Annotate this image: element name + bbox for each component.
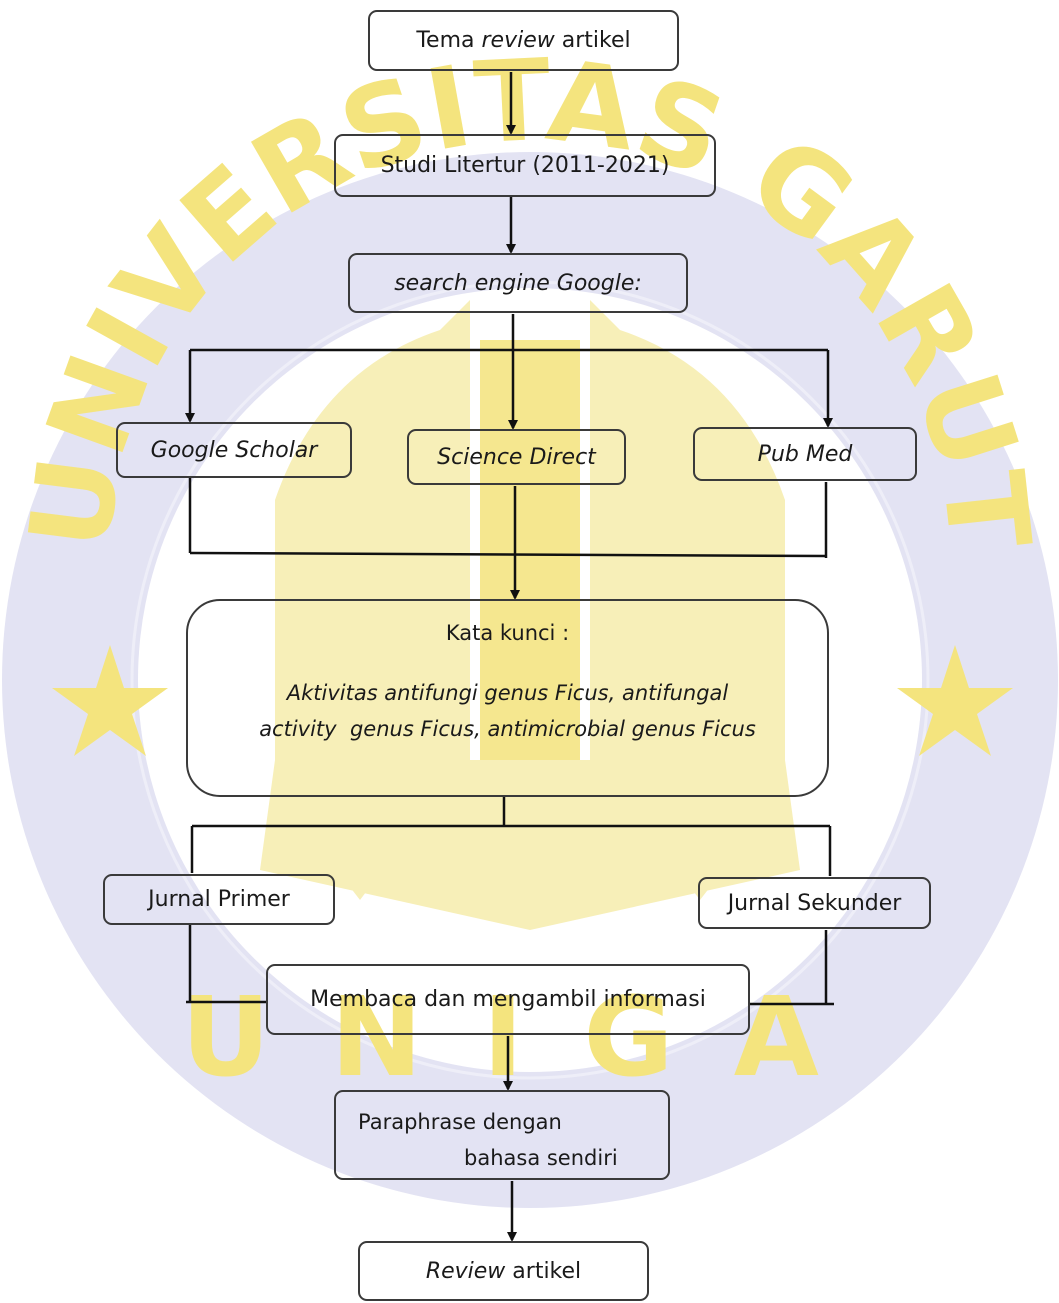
review-italic: Review [425, 1258, 506, 1284]
kata-kunci-line2: activity genus Ficus, antimicrobial genu… [259, 717, 756, 741]
tema-suffix: artikel [554, 28, 631, 53]
node-review-artikel: Review artikel [358, 1241, 649, 1301]
watermark-star-left [52, 645, 168, 756]
node-jurnal-sekunder: Jurnal Sekunder [698, 877, 931, 929]
node-pub-med: Pub Med [693, 427, 917, 481]
paraphrase-line1: Paraphrase dengan [358, 1110, 562, 1134]
node-paraphrase: Paraphrase dengan bahasa sendiri [334, 1090, 670, 1180]
node-google-scholar: Google Scholar [116, 422, 352, 478]
node-search-engine: search engine Google: [348, 253, 688, 313]
line-merge [189, 551, 827, 558]
node-tema-review-artikel: Tema review artikel [368, 10, 679, 71]
science-label: Science Direct [437, 444, 596, 470]
scholar-label: Google Scholar [150, 437, 318, 463]
sekunder-label: Jurnal Sekunder [727, 890, 902, 916]
watermark-emblem-base [260, 760, 800, 930]
tema-prefix: Tema [416, 28, 482, 53]
kata-kunci-line1: Aktivitas antifungi genus Ficus, antifun… [286, 681, 729, 705]
watermark-star-right [897, 645, 1013, 756]
watermark-inner-ring-line [130, 280, 930, 1080]
kata-kunci-title: Kata kunci : [445, 621, 570, 645]
pubmed-label: Pub Med [757, 441, 853, 467]
membaca-label: Membaca dan mengambil informasi [310, 987, 706, 1012]
node-science-direct: Science Direct [407, 429, 626, 485]
studi-label: Studi Litertur (2011-2021) [380, 153, 670, 178]
node-studi-literatur: Studi Litertur (2011-2021) [334, 134, 716, 197]
primer-label: Jurnal Primer [148, 887, 290, 912]
node-jurnal-primer: Jurnal Primer [103, 874, 335, 925]
review-suffix: artikel [505, 1258, 582, 1284]
node-membaca-informasi: Membaca dan mengambil informasi [266, 964, 750, 1035]
node-kata-kunci: Kata kunci : Aktivitas antifungi genus F… [186, 599, 829, 797]
paraphrase-line2: bahasa sendiri [464, 1146, 618, 1170]
search-label: search engine Google: [394, 270, 642, 296]
tema-italic: review [481, 28, 555, 53]
kata-kunci-keywords: Aktivitas antifungi genus Ficus, antifun… [259, 675, 756, 747]
watermark-bottom-text: UNIGA [181, 973, 879, 1101]
